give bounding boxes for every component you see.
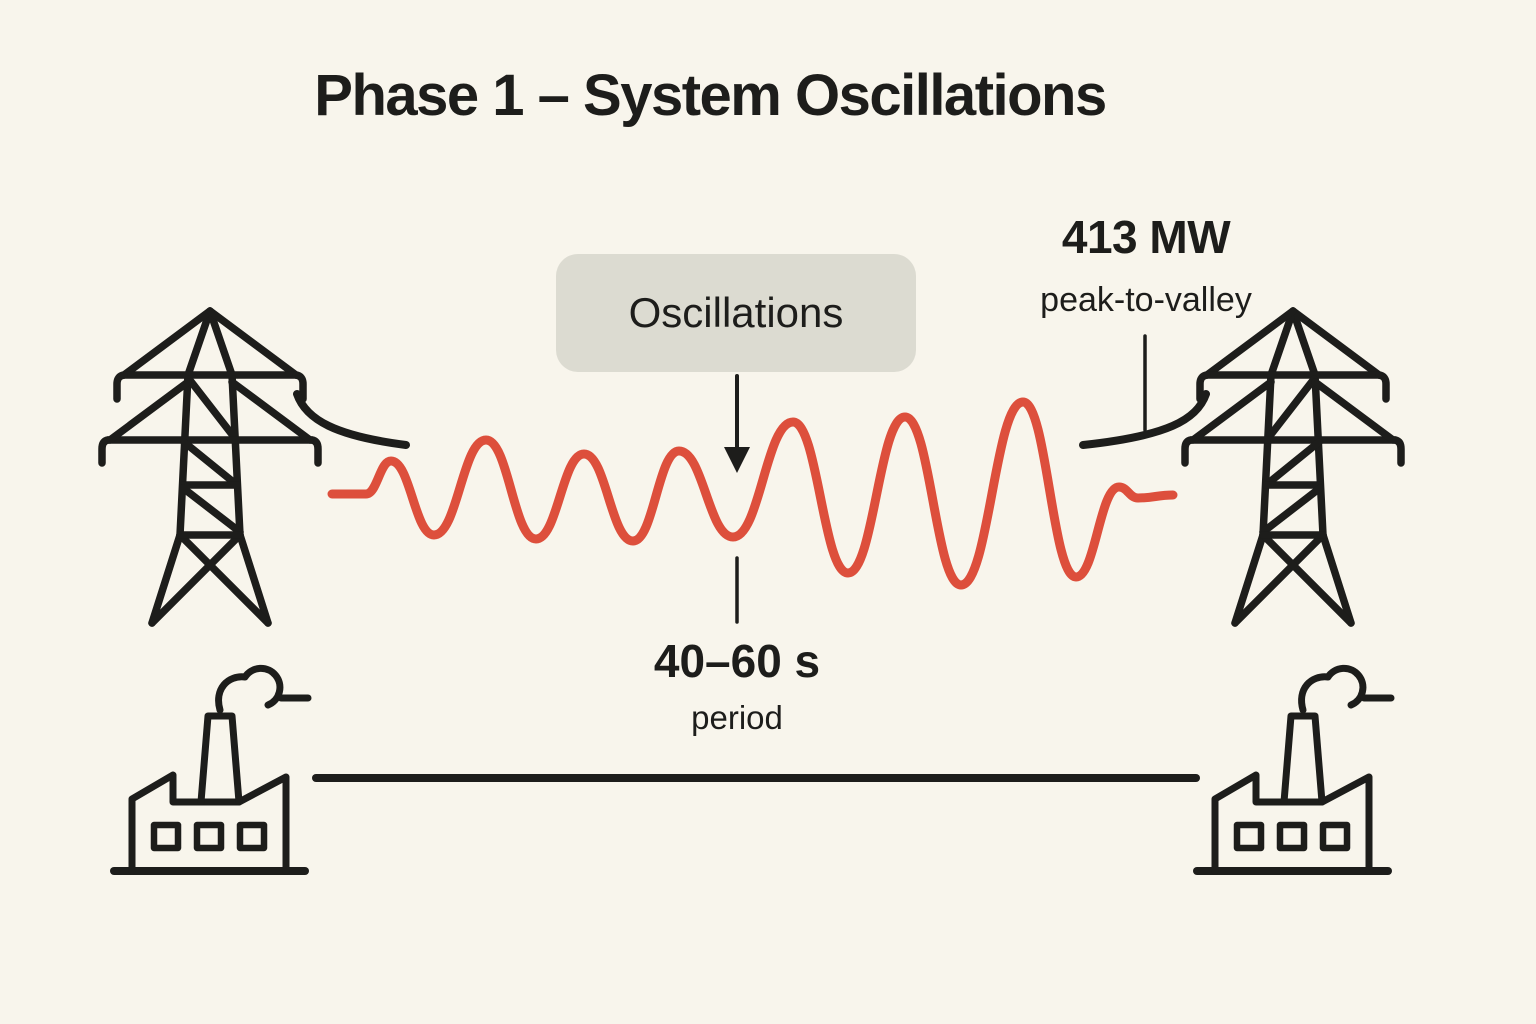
down-arrow-icon [724, 374, 750, 473]
oscillations-label: Oscillations [628, 289, 844, 336]
period-caption: period [691, 699, 783, 736]
factory-right-icon [1197, 668, 1391, 871]
transmission-tower-left-icon [102, 311, 318, 623]
page-title: Phase 1 – System Oscillations [314, 63, 1107, 128]
oscillations-label-box: Oscillations [556, 254, 916, 372]
period-value: 40–60 s [653, 635, 821, 687]
wire-left [293, 390, 410, 449]
oscillation-waveform [327, 397, 1178, 590]
peak-to-valley-caption: peak-to-valley [1040, 281, 1252, 319]
wire-right [1079, 390, 1210, 449]
factory-left-icon [114, 668, 308, 871]
peak-to-valley-value: 413 MW [1061, 211, 1231, 263]
transmission-tower-right-icon [1185, 311, 1401, 623]
